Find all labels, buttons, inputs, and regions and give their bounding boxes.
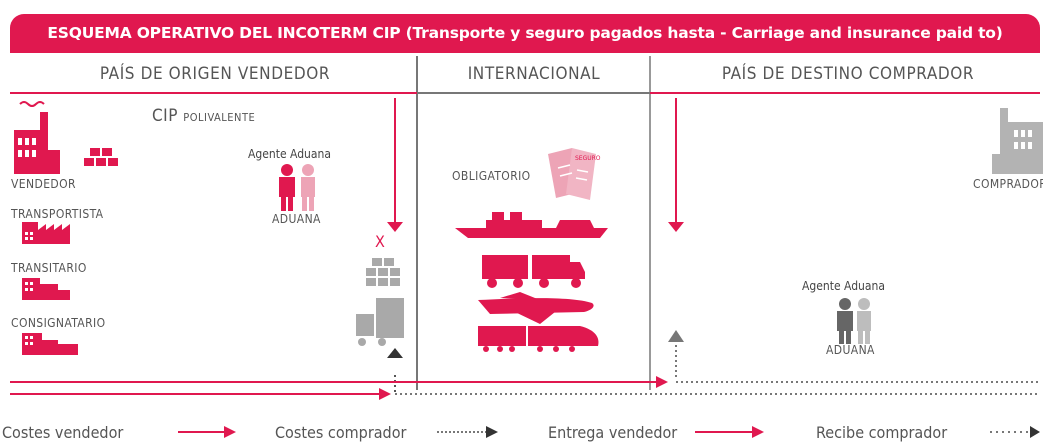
party-transportista: TRANSPORTISTA bbox=[11, 207, 104, 221]
party-vendedor: VENDEDOR bbox=[11, 177, 76, 191]
party-transitario: TRANSITARIO bbox=[11, 261, 87, 275]
insurance-mandatory-label: OBLIGATORIO bbox=[452, 169, 531, 183]
party-consignatario: CONSIGNATARIO bbox=[11, 316, 106, 330]
pickup-arrow-origin bbox=[387, 348, 403, 358]
legend-buyer-costs-arrow bbox=[486, 426, 498, 438]
pickup-arrow-destination bbox=[668, 330, 684, 342]
warehouse-boxes-icon bbox=[366, 258, 400, 286]
customs-officer-icon-destination bbox=[837, 298, 871, 344]
legend-seller-delivers-arrow bbox=[752, 426, 764, 438]
customs-officer-icon-origin bbox=[279, 164, 315, 211]
legend-buyer-receives: Recibe comprador bbox=[816, 423, 948, 442]
airplane-icon bbox=[478, 292, 594, 324]
legend-seller-costs-arrow bbox=[224, 426, 236, 438]
zone-origin-label: PAÍS DE ORIGEN VENDEDOR bbox=[99, 64, 331, 84]
title-banner: ESQUEMA OPERATIVO DEL INCOTERM CIP (Tran… bbox=[10, 14, 1040, 53]
insurance-doc-label: SEGURO bbox=[575, 155, 601, 162]
origin-customs-agent-label: Agente Aduana bbox=[248, 147, 331, 161]
zone-destination-label: PAÍS DE DESTINO COMPRADOR bbox=[721, 64, 975, 84]
seller-factory-icon bbox=[14, 101, 60, 174]
incoterm-qualifier: POLIVALENTE bbox=[183, 111, 256, 124]
buyer-factory-icon bbox=[992, 108, 1043, 174]
origin-customs-office-label: ADUANA bbox=[272, 212, 321, 226]
delivery-arrow-destination bbox=[668, 222, 684, 232]
seller-boxes-icon bbox=[84, 148, 118, 166]
incoterm-heading: CIP POLIVALENTE bbox=[152, 106, 255, 126]
zone-international-label: INTERNACIONAL bbox=[467, 64, 601, 84]
legend-buyer-costs: Costes comprador bbox=[275, 423, 407, 442]
carrier-building-icon bbox=[22, 222, 70, 244]
train-icon bbox=[478, 326, 599, 352]
forklift-icon bbox=[356, 298, 404, 346]
legend-buyer-receives-arrow bbox=[1030, 426, 1040, 438]
delivery-arrow-origin bbox=[387, 222, 403, 232]
ship-icon bbox=[455, 212, 608, 238]
delivery-point-mark: X bbox=[375, 232, 386, 251]
buyer-label: COMPRADOR bbox=[973, 177, 1043, 191]
consignee-building-icon bbox=[22, 333, 78, 355]
destination-customs-agent-label: Agente Aduana bbox=[802, 279, 885, 293]
incoterm-code: CIP bbox=[152, 106, 178, 126]
legend-seller-costs: Costes vendedor bbox=[2, 423, 124, 442]
forwarder-building-icon bbox=[22, 278, 70, 300]
legend-seller-delivers: Entrega vendedor bbox=[548, 423, 678, 442]
destination-customs-office-label: ADUANA bbox=[826, 343, 875, 357]
truck-icon bbox=[482, 255, 585, 288]
insurance-document-icon: SEGURO bbox=[548, 148, 601, 200]
